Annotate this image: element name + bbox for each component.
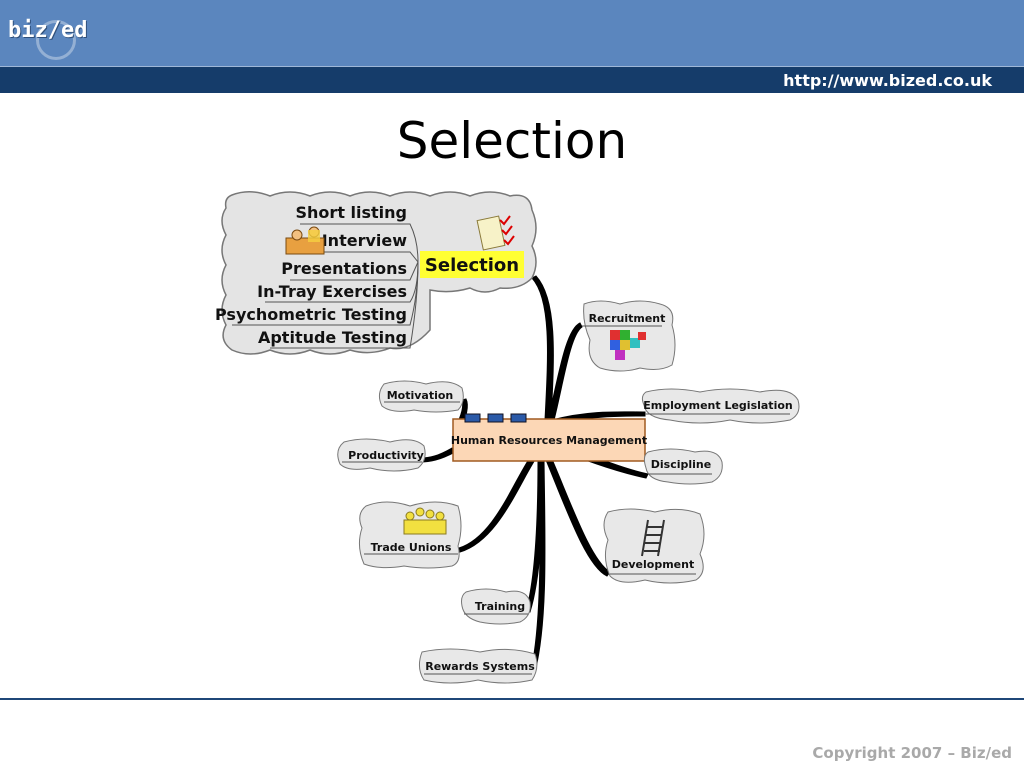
site-url[interactable]: http://www.bized.co.uk	[783, 71, 992, 90]
node-development: Development	[612, 558, 694, 571]
development-cloud	[603, 508, 705, 584]
logo-at-icon	[36, 20, 76, 60]
selection-label: Selection	[425, 255, 519, 276]
node-employment-legislation: Employment Legislation	[643, 399, 792, 412]
selection-highlight	[420, 251, 524, 278]
central-tab-icon	[464, 413, 481, 423]
training-cloud	[461, 588, 531, 625]
url-bar: http://www.bized.co.uk	[0, 66, 1024, 93]
copyright-text: Copyright 2007 – Biz/ed	[812, 744, 1012, 762]
node-recruitment: Recruitment	[589, 312, 666, 325]
puzzle-icon	[610, 330, 646, 360]
ladder-icon	[641, 519, 665, 557]
discipline-cloud	[643, 448, 723, 485]
selection-item-interview: Interview	[322, 231, 408, 250]
node-trade-unions: Trade Unions	[371, 541, 452, 554]
selection-item-lines	[232, 223, 419, 349]
interview-icon	[285, 226, 325, 255]
central-tab-icon	[510, 413, 527, 423]
central-tab-icon	[487, 413, 504, 423]
branch-tradeunions	[458, 449, 541, 553]
central-node	[452, 418, 646, 462]
central-label: Human Resources Management	[451, 434, 647, 447]
branch-recruitment	[547, 322, 583, 421]
checklist-icon	[476, 215, 515, 251]
productivity-cloud	[337, 438, 426, 472]
tradeunions-cloud	[358, 501, 462, 569]
selection-item-presentations: Presentations	[281, 259, 407, 278]
node-productivity: Productivity	[348, 449, 424, 462]
header-bar: biz/ed	[0, 0, 1024, 66]
branch-selection	[531, 275, 554, 421]
slide-title: Selection	[396, 112, 628, 170]
branch-development	[543, 449, 611, 577]
selection-item-short-listing: Short listing	[296, 203, 407, 222]
node-rewards-systems: Rewards Systems	[425, 660, 535, 673]
node-training: Training	[475, 600, 525, 613]
selection-item-in-tray: In-Tray Exercises	[257, 282, 407, 301]
selection-item-psychometric: Psychometric Testing	[215, 305, 407, 324]
group-people-icon	[403, 507, 447, 535]
bized-logo: biz/ed	[8, 18, 88, 43]
node-motivation: Motivation	[387, 389, 454, 402]
motivation-cloud	[378, 380, 464, 413]
footer-divider	[0, 698, 1024, 700]
selection-item-aptitude: Aptitude Testing	[258, 328, 407, 347]
node-discipline: Discipline	[651, 458, 711, 471]
